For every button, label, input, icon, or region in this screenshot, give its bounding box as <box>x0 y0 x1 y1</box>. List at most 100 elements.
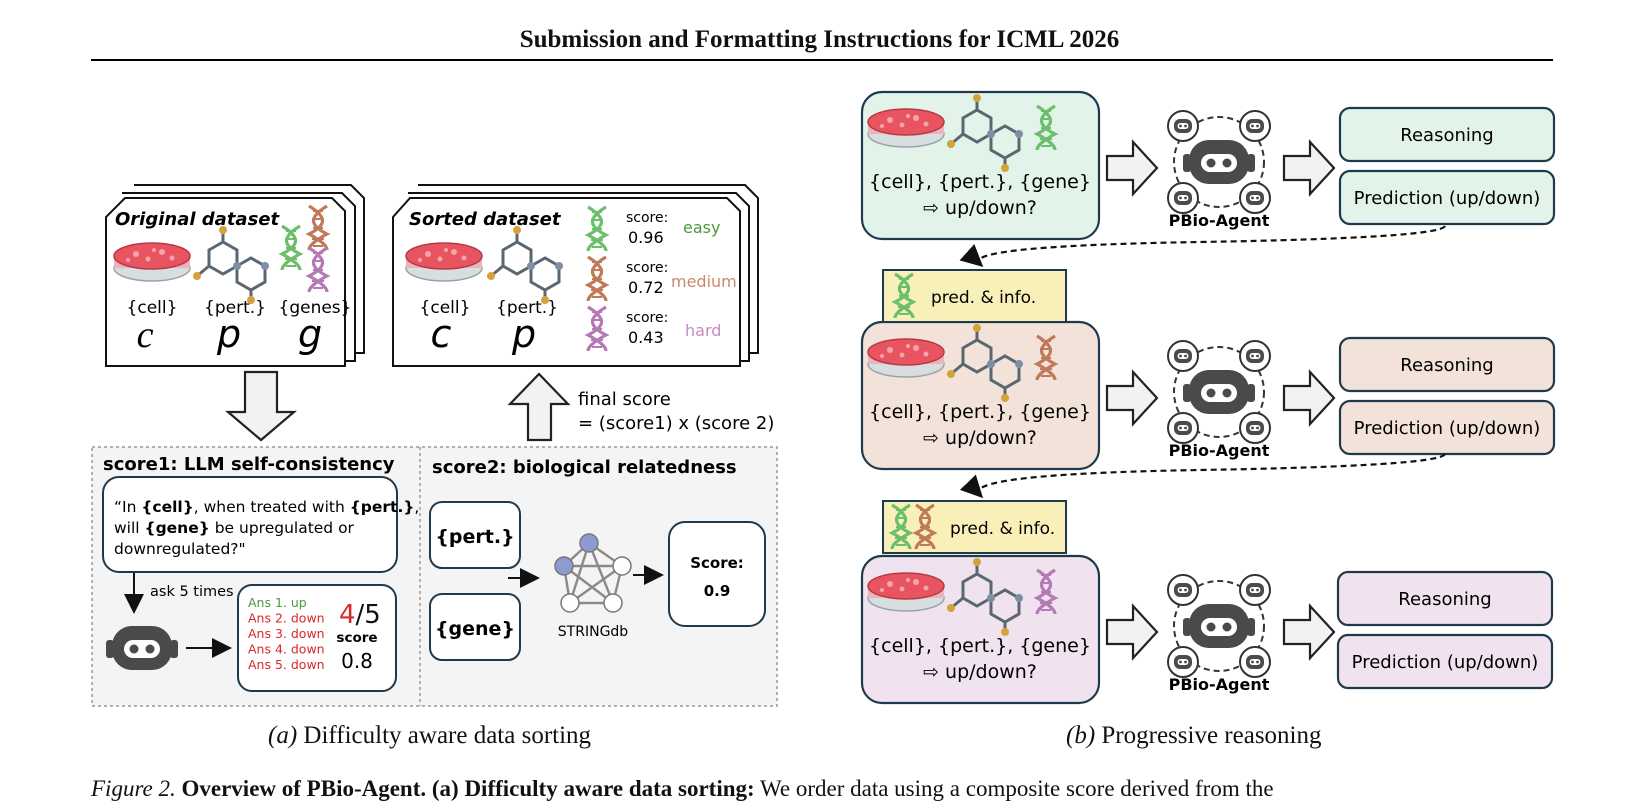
symbol-p: p <box>511 312 536 356</box>
score-label: score: <box>626 310 668 326</box>
stage-2: {cell}, {pert.}, {gene} ⇨ up/down? PBio-Ag… <box>860 320 1556 471</box>
stage-query-line1: {cell}, {pert.}, {gene} <box>869 171 1091 193</box>
answer-item: Ans 5. down <box>248 657 325 672</box>
reasoning-box: Reasoning <box>1400 125 1493 146</box>
figure-caption-rest: We order data using a composite score de… <box>754 776 1274 801</box>
petri-dish-icon <box>405 242 483 282</box>
agent-label: PBio-Agent <box>1169 211 1270 230</box>
caption-b-label: (b) <box>1066 722 1096 749</box>
ask-label: ask 5 times <box>150 584 234 600</box>
difficulty-hard: hard <box>685 321 721 340</box>
stage-3: {cell}, {pert.}, {gene} ⇨ up/down? PBio-Ag… <box>860 554 1554 705</box>
arrow-icon <box>1282 370 1336 426</box>
symbol-c: c <box>431 312 452 356</box>
network-icon <box>554 533 632 613</box>
final-score-line1: final score <box>578 389 671 410</box>
symbol-p: p <box>216 312 241 356</box>
difficulty-easy: easy <box>683 218 720 237</box>
score2-result-label: Score: <box>690 554 744 572</box>
robot-icon <box>1168 111 1270 213</box>
arrow-icon <box>1105 140 1159 196</box>
difficulty-medium: medium <box>671 272 737 291</box>
agent-label: PBio-Agent <box>1169 441 1270 460</box>
symbol-c: c <box>137 314 154 356</box>
info-tag-label: pred. & info. <box>931 288 1036 308</box>
figure-caption-bold: Overview of PBio-Agent. (a) Difficulty a… <box>181 776 755 801</box>
symbol-g: g <box>298 312 322 356</box>
robot-icon <box>1168 341 1270 443</box>
score2-panel: score2: biological relatedness {pert.} {… <box>429 457 766 661</box>
original-dataset-card: Original dataset {cell} {pert.} {genes} … <box>105 184 365 367</box>
stage-query-line2: ⇨ up/down? <box>923 427 1037 449</box>
score1-value: 0.8 <box>341 649 373 673</box>
caption-b-text: Progressive reasoning <box>1095 722 1322 749</box>
score2-title: score2: biological relatedness <box>432 457 737 478</box>
panel-b: {cell}, {pert.}, {gene} ⇨ up/down? PBio-Ag… <box>860 90 1556 705</box>
score1-panel: score1: LLM self-consistency “In {cell},… <box>102 454 419 692</box>
info-connector: pred. & info. <box>882 453 1447 554</box>
arrow-icon <box>1282 604 1336 660</box>
original-dataset-title: Original dataset <box>115 209 281 230</box>
score-label: score: <box>626 210 668 226</box>
up-arrow-icon <box>507 372 571 442</box>
stage-query-line1: {cell}, {pert.}, {gene} <box>869 635 1091 657</box>
arrow-icon <box>1105 370 1159 426</box>
final-score-line2: = (score1) x (score 2) <box>578 413 774 434</box>
score2-result-value: 0.9 <box>704 582 731 600</box>
prediction-box: Prediction (up/down) <box>1354 418 1541 439</box>
sorted-dataset-card: Sorted dataset {cell} {pert.} c p score:… <box>392 184 759 367</box>
arrow-icon <box>1282 140 1336 196</box>
caption-b: (b) Progressive reasoning <box>1066 722 1322 750</box>
header-rule <box>91 59 1553 61</box>
sorted-dataset-title: Sorted dataset <box>409 209 562 230</box>
prediction-box: Prediction (up/down) <box>1352 652 1539 673</box>
info-connector: pred. & info. <box>882 225 1447 323</box>
answer-item: Ans 3. down <box>248 626 325 641</box>
arrow-icon <box>1105 604 1159 660</box>
petri-dish-icon <box>867 108 945 148</box>
stage-query-line2: ⇨ up/down? <box>923 661 1037 683</box>
answer-item: Ans 4. down <box>248 642 325 657</box>
petri-dish-icon <box>867 572 945 612</box>
petri-dish-icon <box>867 338 945 378</box>
sorted-score-easy: 0.96 <box>628 228 664 247</box>
original-label-cell: {cell} <box>127 298 178 318</box>
original-label-genes: {genes} <box>279 298 352 318</box>
info-tag-label: pred. & info. <box>950 519 1055 539</box>
score1-prompt-line1: “In {cell}, when treated with {pert.}, <box>114 498 419 516</box>
caption-a-label: (a) <box>268 722 298 749</box>
agent-label: PBio-Agent <box>1169 675 1270 694</box>
stage-1: {cell}, {pert.}, {gene} ⇨ up/down? PBio-Ag… <box>860 90 1556 241</box>
score1-title: score1: LLM self-consistency <box>103 454 395 475</box>
stage-query-line1: {cell}, {pert.}, {gene} <box>869 401 1091 423</box>
score-word: score <box>336 630 377 646</box>
figure-caption: Figure 2. Overview of PBio-Agent. (a) Di… <box>91 776 1274 802</box>
prediction-box: Prediction (up/down) <box>1354 188 1541 209</box>
score2-input-pert: {pert.} <box>435 526 514 548</box>
original-label-pert: {pert.} <box>204 298 266 318</box>
panel-a: Original dataset {cell} {pert.} {genes} … <box>91 184 778 707</box>
stringdb-label: STRINGdb <box>558 624 629 640</box>
score2-input-gene: {gene} <box>435 618 515 640</box>
answer-item: Ans 2. down <box>248 611 325 626</box>
caption-a: (a) Difficulty aware data sorting <box>268 722 591 750</box>
running-header: Submission and Formatting Instructions f… <box>519 26 1120 53</box>
sorted-label-cell: {cell} <box>420 298 471 318</box>
robot-icon <box>1168 575 1270 677</box>
caption-a-text: Difficulty aware data sorting <box>297 722 592 749</box>
reasoning-box: Reasoning <box>1398 589 1491 610</box>
down-arrow-icon <box>225 370 297 442</box>
stage-query-line2: ⇨ up/down? <box>923 197 1037 219</box>
score1-prompt-line3: downregulated?" <box>114 540 246 558</box>
petri-dish-icon <box>113 242 191 282</box>
sorted-score-medium: 0.72 <box>628 278 664 297</box>
figure-caption-label: Figure 2. <box>91 776 176 801</box>
sorted-label-pert: {pert.} <box>496 298 558 318</box>
score1-prompt-line2: will {gene} be upregulated or <box>114 519 355 537</box>
reasoning-box: Reasoning <box>1400 355 1493 376</box>
answer-item: Ans 1. up <box>248 595 307 610</box>
sorted-score-hard: 0.43 <box>628 328 664 347</box>
score-label: score: <box>626 260 668 276</box>
